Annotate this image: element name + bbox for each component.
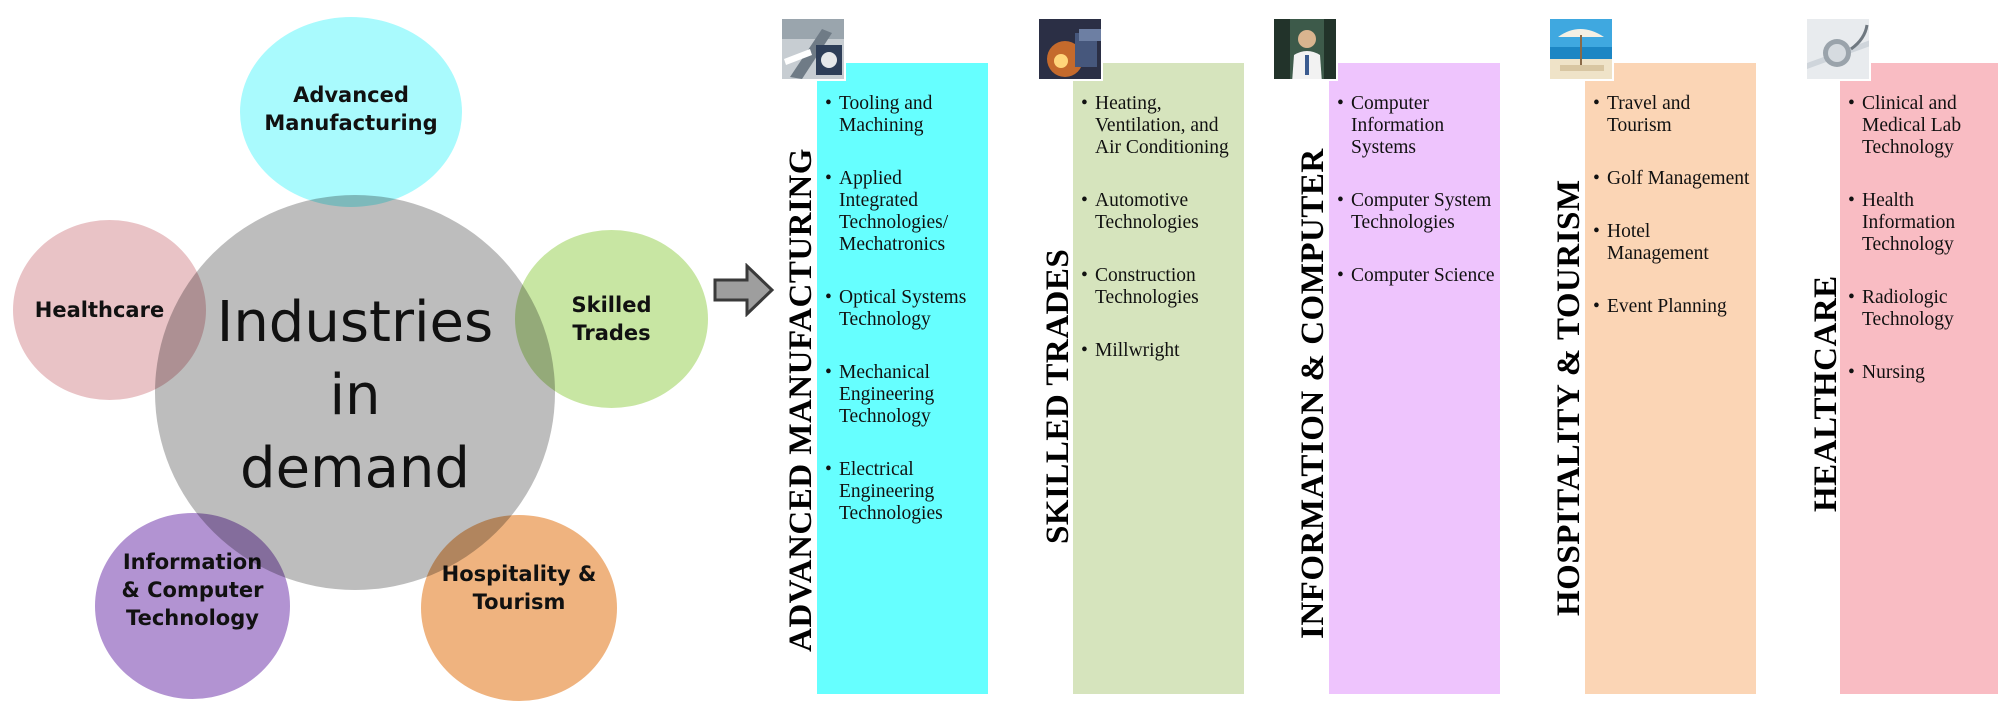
column-hospitality-tourism: HOSPITALITY & TOURISM Travel and Tourism…	[1548, 0, 1768, 694]
satellite-advanced-manufacturing: Advanced Manufacturing	[235, 12, 467, 212]
list-item: Radiologic Technology	[1848, 287, 1993, 331]
column-title-text: ADVANCED MANUFACTURING	[783, 148, 819, 652]
column-title: ADVANCED MANUFACTURING	[780, 0, 830, 694]
column-title-text: SKILLED TRADES	[1040, 248, 1076, 544]
column-list: Computer Information Systems Computer Sy…	[1337, 93, 1497, 318]
satellite-hospitality-tourism: Hospitality & Tourism	[416, 510, 622, 706]
beach-umbrella-photo-icon	[1548, 17, 1614, 81]
list-item: Computer Information Systems	[1337, 93, 1497, 159]
column-bar	[1329, 63, 1500, 694]
satellite-label-line: Healthcare	[34, 298, 165, 322]
center-label-line: demand	[240, 436, 470, 501]
column-title-text: HEALTHCARE	[1808, 275, 1844, 512]
center-label-line: Industries	[216, 290, 494, 355]
list-item: Travel and Tourism	[1593, 93, 1753, 137]
list-item: Golf Management	[1593, 168, 1753, 190]
column-title-text: INFORMATION & COMPUTER	[1295, 148, 1331, 639]
satellite-label-line: Information	[122, 550, 263, 574]
list-item: Automotive Technologies	[1081, 190, 1241, 234]
column-title: INFORMATION & COMPUTER	[1292, 0, 1342, 694]
list-item: Health Information Technology	[1848, 190, 1993, 256]
column-title: HOSPITALITY & TOURISM	[1548, 0, 1598, 694]
server-technician-photo-icon	[1272, 17, 1338, 81]
column-list: Clinical and Medical Lab Technology Heal…	[1848, 93, 1993, 415]
satellite-label-line: Technology	[126, 606, 259, 630]
column-skilled-trades: SKILLED TRADES Heating, Ventilation, and…	[1037, 0, 1257, 694]
column-bar	[1073, 63, 1244, 694]
column-list: Tooling and Machining Applied Integrated…	[825, 93, 985, 556]
list-item: Clinical and Medical Lab Technology	[1848, 93, 1993, 159]
list-item: Millwright	[1081, 340, 1241, 362]
list-item: Mechanical Engineering Technology	[825, 362, 985, 428]
column-list: Travel and Tourism Golf Management Hotel…	[1593, 93, 1753, 349]
satellite-label-line: Manufacturing	[264, 111, 438, 135]
satellite-label-line: Tourism	[472, 590, 566, 614]
list-item: Construction Technologies	[1081, 265, 1241, 309]
center-label-line: in	[329, 363, 381, 428]
satellite-information-computer: Information & Computer Technology	[90, 508, 295, 704]
list-item: Optical Systems Technology	[825, 287, 985, 331]
list-item: Computer Science	[1337, 265, 1497, 287]
satellite-label-line: Trades	[572, 321, 651, 345]
list-item: Applied Integrated Technologies/ Mechatr…	[825, 168, 985, 256]
list-item: Computer System Technologies	[1337, 190, 1497, 234]
machinery-photo-icon	[780, 17, 846, 81]
list-item: Event Planning	[1593, 296, 1753, 318]
satellite-label-line: Hospitality &	[441, 562, 597, 586]
column-list: Heating, Ventilation, and Air Conditioni…	[1081, 93, 1241, 393]
list-item: Nursing	[1848, 362, 1993, 384]
satellite-label-line: Advanced	[293, 83, 409, 107]
satellite-skilled-trades: Skilled Trades	[510, 225, 713, 413]
column-title-text: HOSPITALITY & TOURISM	[1551, 179, 1587, 616]
stethoscope-photo-icon	[1805, 17, 1871, 81]
satellite-label-line: & Computer	[121, 578, 264, 602]
right-arrow-icon	[713, 263, 775, 317]
welder-photo-icon	[1037, 17, 1103, 81]
column-information-computer: INFORMATION & COMPUTER Computer Informat…	[1272, 0, 1502, 694]
list-item: Heating, Ventilation, and Air Conditioni…	[1081, 93, 1241, 159]
satellite-healthcare: Healthcare	[8, 215, 211, 405]
column-healthcare: HEALTHCARE Clinical and Medical Lab Tech…	[1805, 0, 1998, 694]
column-title: SKILLED TRADES	[1037, 0, 1087, 694]
list-item: Hotel Management	[1593, 221, 1753, 265]
center-label: Industries in demand	[217, 280, 493, 505]
list-item: Tooling and Machining	[825, 93, 985, 137]
list-item: Electrical Engineering Technologies	[825, 459, 985, 525]
column-advanced-manufacturing: ADVANCED MANUFACTURING Tooling and Machi…	[780, 0, 1000, 694]
satellite-label-line: Skilled	[571, 293, 652, 317]
